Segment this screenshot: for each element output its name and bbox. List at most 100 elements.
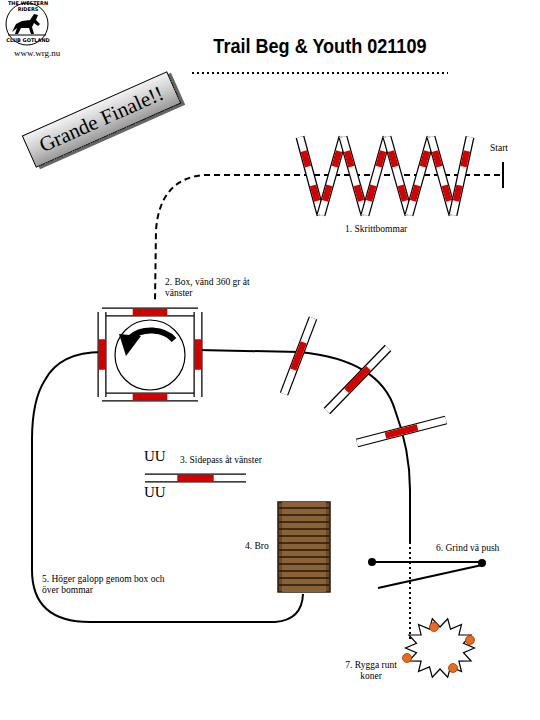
pole-stripe [357, 420, 446, 443]
pole-body [387, 137, 409, 215]
obstacle-label: 3. Sidepass åt vänster [180, 455, 310, 466]
pole [409, 137, 431, 215]
pole-outline [453, 137, 470, 215]
pole [321, 137, 343, 215]
pole-outline [365, 137, 387, 215]
pole-stripe [284, 318, 313, 394]
pole-body [102, 394, 198, 401]
logo-text: CLUB GOTLAND [6, 38, 50, 44]
obstacle-label: 6. Grind vä push [436, 543, 536, 554]
pole-body [453, 137, 470, 215]
plank-line [279, 584, 329, 585]
pole-outline [431, 137, 453, 215]
pole-body [284, 318, 313, 394]
pole [198, 312, 199, 397]
plank-line [279, 570, 329, 571]
start-label: Start [490, 143, 530, 154]
pole-stripe [195, 312, 202, 397]
pole-outline [321, 137, 343, 215]
pole-body [300, 137, 321, 215]
pole-outline [102, 308, 198, 317]
plank-line [279, 514, 329, 515]
pole-outline [194, 312, 203, 397]
pole-body [102, 309, 198, 316]
pole [453, 137, 470, 215]
obstacle-label: 4. Bro [245, 541, 275, 552]
title-text: Trail Beg & Youth 021109 [213, 34, 426, 58]
plank-line [279, 549, 329, 550]
pole-stripe [145, 475, 246, 482]
pole [365, 137, 387, 215]
pole-body [321, 137, 343, 215]
horse-feet-mark: UU [144, 448, 174, 465]
pole-stripe [431, 137, 453, 215]
backup-route [409, 542, 411, 640]
pole-outline [98, 312, 107, 397]
plank-line [279, 577, 329, 578]
bridge [278, 502, 330, 592]
start-line [502, 162, 504, 188]
pole-stripe [321, 137, 343, 215]
pole-outline [284, 318, 313, 394]
plank-line [279, 542, 329, 543]
logo-text: THE WESTERN RIDERS [6, 1, 50, 13]
obstacle-label: 5. Höger galopp genom box och över bomma… [42, 574, 174, 596]
title-underline [192, 72, 448, 74]
plank-line [279, 535, 329, 536]
pole-outline [300, 137, 321, 215]
pole [145, 478, 246, 479]
obstacle-label: 7. Rygga runt koner [340, 660, 402, 682]
pole-body [327, 348, 388, 411]
banner: Grande Finale!! [22, 71, 181, 168]
cones [403, 619, 475, 677]
pole-body [409, 137, 431, 215]
pole-stripe [365, 137, 387, 215]
pole-body [357, 420, 446, 443]
pole-stripe [453, 137, 470, 215]
pole-stripe [387, 137, 409, 215]
pole [387, 137, 409, 215]
pole-outline [409, 137, 431, 215]
pole-body [145, 475, 246, 482]
pole [102, 312, 198, 313]
pole-stripe [102, 309, 198, 316]
banner-text: Grande Finale!! [23, 72, 180, 166]
website: www.wrg.nu [14, 48, 74, 58]
turn-arrowhead [119, 334, 141, 356]
obstacle-label: 2. Box, vänd 360 gr åt vänster [165, 277, 270, 299]
horse-feet-mark: UU [144, 484, 174, 501]
plank-line [279, 556, 329, 557]
pole-outline [387, 137, 409, 215]
plank-line [279, 563, 329, 564]
pole-body [343, 137, 365, 215]
pole [343, 137, 365, 215]
pole-stripe [343, 137, 365, 215]
pole-outline [357, 420, 446, 443]
pole-body [195, 312, 202, 397]
plank-line [279, 528, 329, 529]
obstacle-label: 1. Skrittbommar [345, 224, 455, 235]
pole-stripe [327, 348, 388, 411]
pole-outline [327, 348, 388, 411]
pole [431, 137, 453, 215]
poles [102, 137, 470, 478]
pole-outline [145, 474, 246, 483]
pole [300, 137, 321, 215]
pole [102, 397, 198, 398]
plank-line [279, 521, 329, 522]
pole [284, 318, 313, 394]
pole-body [431, 137, 453, 215]
pole [327, 348, 388, 411]
pole-stripe [409, 137, 431, 215]
page-title: Trail Beg & Youth 021109 [192, 34, 448, 58]
pole-outline [343, 137, 365, 215]
pole [102, 312, 103, 397]
lope-route-left [32, 352, 303, 622]
plank-line [279, 507, 329, 508]
pole-outline [102, 393, 198, 402]
gate [368, 558, 486, 588]
pole [357, 420, 446, 443]
pole-stripe [300, 137, 321, 215]
turn-circle [115, 320, 185, 390]
